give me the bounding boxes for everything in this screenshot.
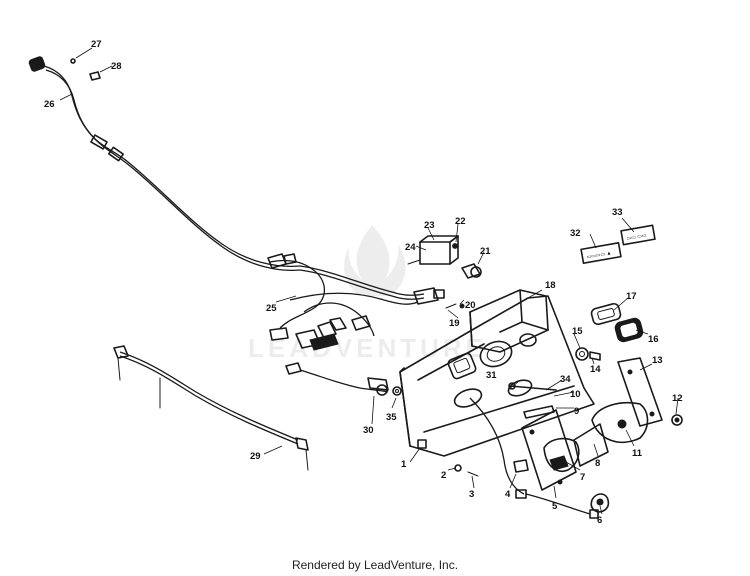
label-33: 33 — [612, 207, 623, 218]
label-23: 23 — [424, 220, 435, 231]
label-31: 31 — [486, 370, 497, 381]
label-15: 15 — [572, 326, 583, 337]
part-lights-16-17 — [590, 302, 644, 343]
label-7: 7 — [580, 472, 585, 483]
leader-lines — [59, 47, 679, 515]
label-2: 2 — [441, 470, 446, 481]
label-22: 22 — [455, 216, 466, 227]
part-ground-strap-29 — [113, 345, 309, 471]
label-19: 19 — [449, 318, 460, 329]
label-4: 4 — [505, 489, 511, 500]
label-20: 20 — [465, 300, 476, 311]
label-28: 28 — [111, 61, 122, 72]
part-decals-32-33: ▭▭▭▭ ▲ ▭▭ ▭▭ — [580, 224, 656, 264]
svg-text:▭▭ ▭▭: ▭▭ ▭▭ — [626, 233, 647, 242]
label-16: 16 — [648, 334, 659, 345]
label-25: 25 — [266, 303, 277, 314]
part-bracket-13 — [591, 357, 683, 444]
part-switch-group-23 — [407, 235, 482, 309]
svg-text:▭▭▭▭ ▲: ▭▭▭▭ ▲ — [586, 250, 612, 260]
label-26: 26 — [44, 99, 55, 110]
label-6: 6 — [597, 515, 602, 526]
part-wire-30 — [367, 377, 402, 396]
label-3: 3 — [469, 489, 474, 500]
label-5: 5 — [552, 501, 558, 512]
part-harness-25 — [267, 253, 445, 396]
label-24: 24 — [405, 242, 416, 253]
label-12: 12 — [672, 393, 683, 404]
label-14: 14 — [590, 364, 601, 375]
label-13: 13 — [652, 355, 663, 366]
callout-labels: 1 2 3 4 5 6 7 8 9 10 11 12 13 14 15 16 1… — [44, 39, 683, 526]
label-27: 27 — [91, 39, 102, 50]
label-10: 10 — [570, 389, 581, 400]
part-wire-lead-26 — [28, 56, 301, 272]
watermark-text: LEADVENTURE — [248, 333, 487, 363]
label-30: 30 — [363, 425, 374, 436]
label-34: 34 — [560, 374, 571, 385]
label-32: 32 — [570, 228, 581, 239]
part-fasteners-1-2-3 — [417, 439, 479, 477]
label-11: 11 — [632, 448, 643, 459]
part-control-plate-5 — [521, 409, 610, 513]
part-dash-panel-18 — [399, 289, 599, 519]
label-29: 29 — [250, 451, 261, 462]
label-18: 18 — [545, 280, 556, 291]
watermark-flame-icon — [344, 225, 406, 296]
label-9: 9 — [574, 406, 579, 417]
label-35: 35 — [386, 412, 397, 423]
part-small-hardware — [508, 347, 601, 419]
footer-credit: Rendered by LeadVenture, Inc. — [292, 558, 458, 572]
label-1: 1 — [401, 459, 407, 470]
label-17: 17 — [626, 291, 637, 302]
label-21: 21 — [480, 246, 491, 257]
label-8: 8 — [595, 458, 600, 469]
